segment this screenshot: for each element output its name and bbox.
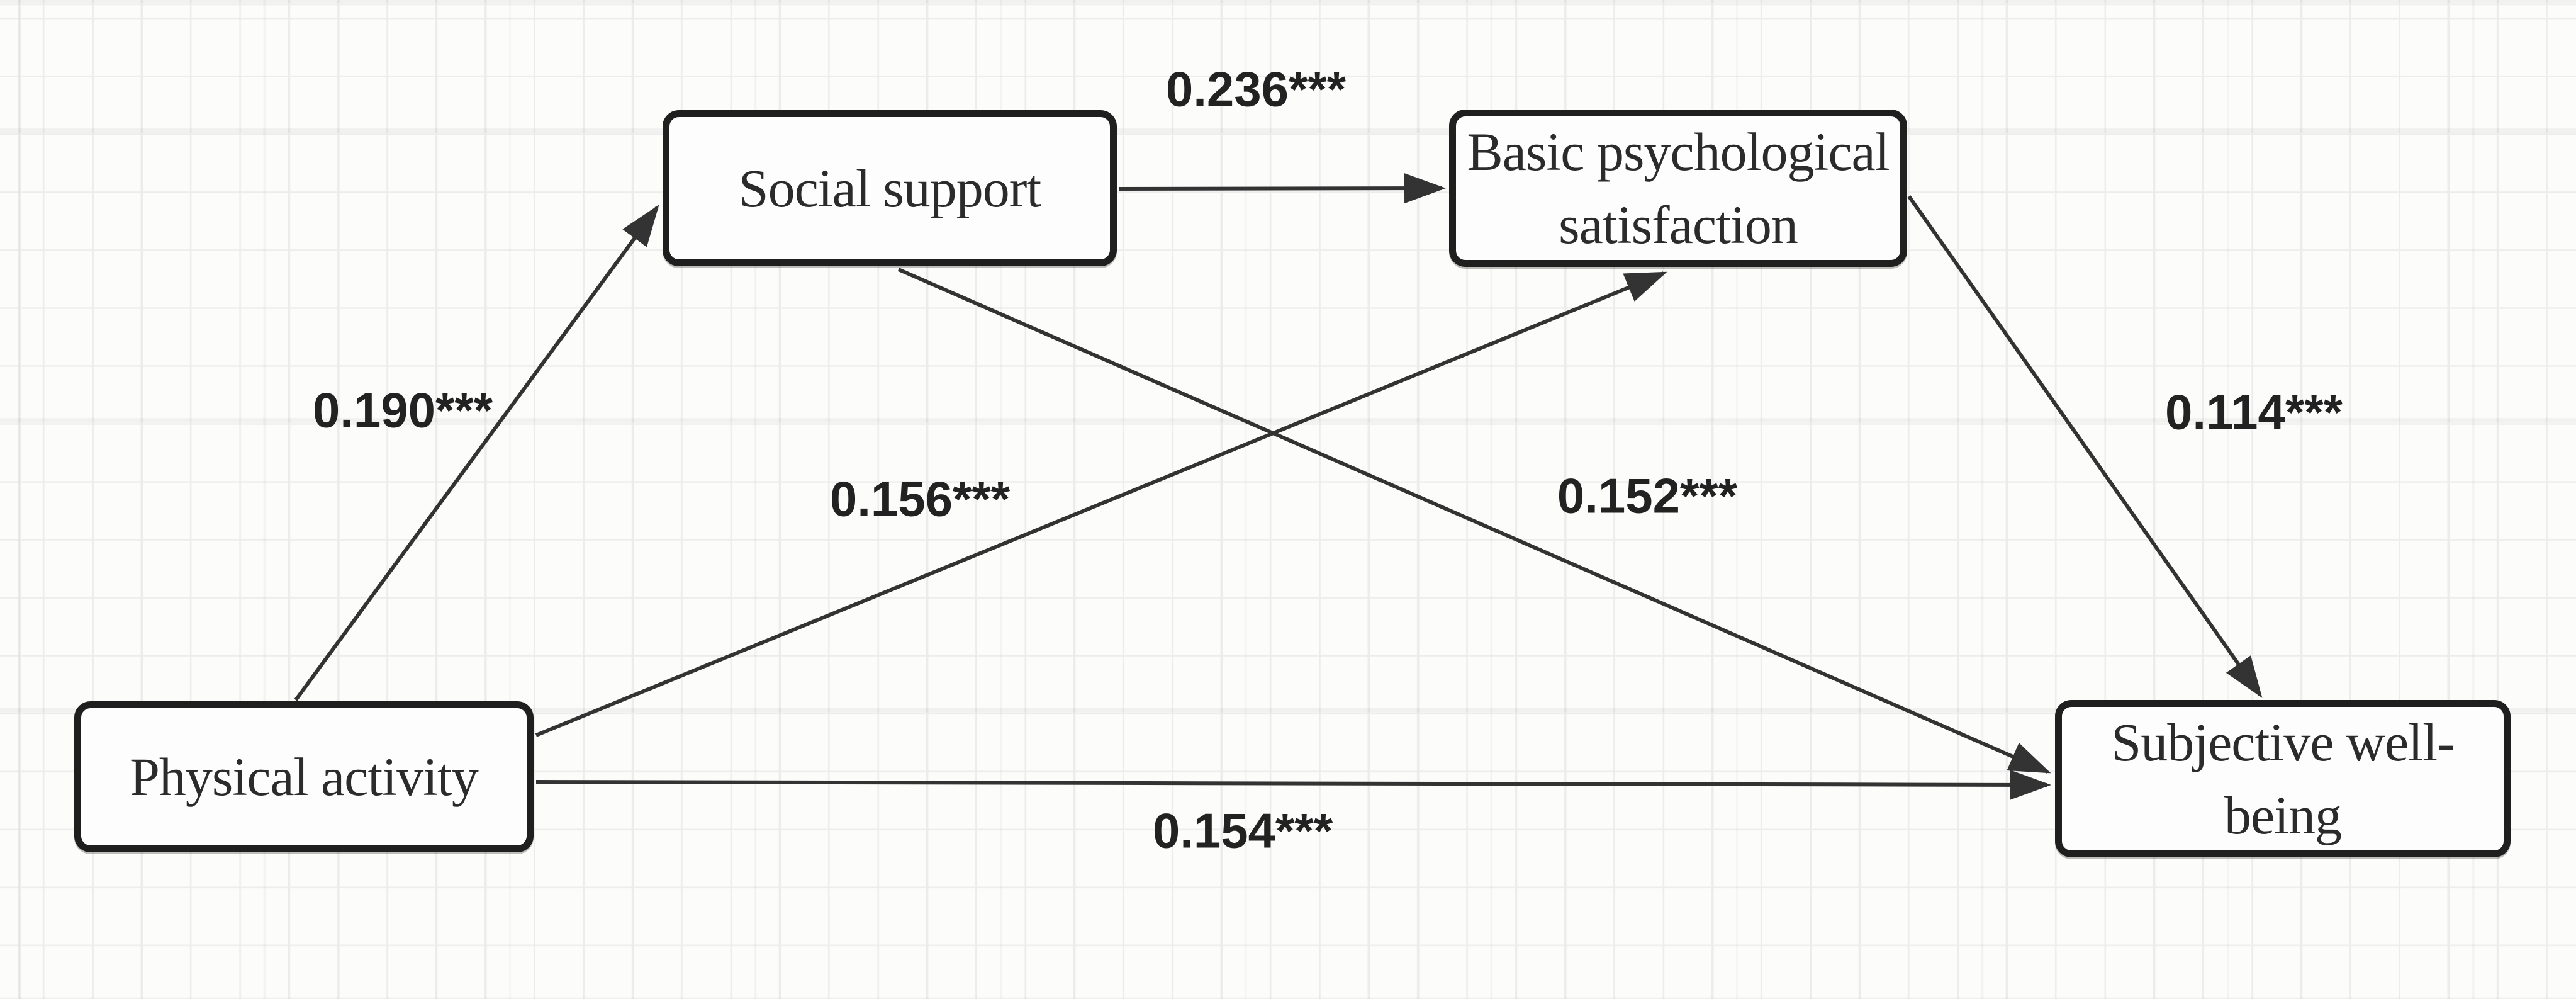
arrow-ss-to-swb — [897, 268, 2051, 774]
arrow-pa-to-bps — [535, 271, 1667, 737]
arrow-pa-to-swb — [535, 769, 2051, 800]
node-label-physical-activity: Physical activity — [130, 747, 479, 807]
node-box-subjective-well-being: Subjective well- being — [2055, 700, 2511, 857]
node-label-subjective-well-being-line1: Subjective well- — [2111, 712, 2455, 772]
edge-coefficient-ss-to-swb: 0.152*** — [1557, 468, 1738, 524]
edge-coefficient-bps-to-swb: 0.114*** — [2165, 384, 2343, 440]
node-box-social-support: Social support — [663, 110, 1117, 266]
node-label-basic-psychological-line1: Basic psychological — [1467, 121, 1890, 182]
node-label-subjective-well-being-line2: being — [2224, 785, 2342, 845]
node-label-social-support: Social support — [738, 158, 1041, 218]
arrow-pa-to-ss — [294, 205, 659, 701]
edge-coefficient-pa-to-ss: 0.190*** — [312, 382, 493, 438]
node-label-basic-psychological-line2: satisfaction — [1559, 195, 1798, 255]
edge-coefficient-pa-to-bps: 0.156*** — [829, 471, 1011, 527]
edge-coefficient-ss-to-bps: 0.236*** — [1165, 61, 1347, 117]
arrow-ss-to-bps — [1118, 173, 1446, 204]
arrow-bps-to-swb — [1907, 195, 2263, 698]
node-box-physical-activity: Physical activity — [74, 701, 534, 852]
node-box-basic-psychological-satisfaction: Basic psychological satisfaction — [1449, 110, 1907, 267]
edge-coefficient-pa-to-swb: 0.154*** — [1152, 803, 1333, 859]
